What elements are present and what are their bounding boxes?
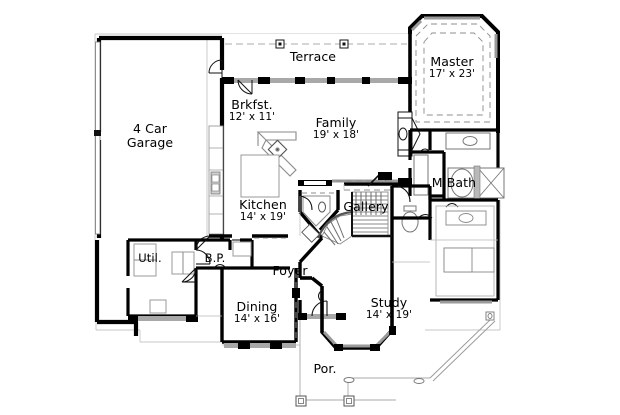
master-tray-ceiling-dashed	[415, 23, 491, 123]
study-bay-piers	[334, 326, 396, 351]
porch-steps-and-walk	[413, 311, 496, 384]
utility-doors	[181, 235, 211, 283]
dining-bottom-band	[224, 342, 296, 349]
porch-columns	[295, 377, 355, 407]
powder-fixtures	[232, 241, 252, 257]
garage-door	[94, 41, 101, 235]
exterior-walls	[94, 35, 225, 336]
gallery-right-doors	[397, 185, 433, 219]
staircase	[316, 172, 392, 246]
door-swing-garage-breakfast	[208, 59, 223, 78]
kitchen-wall-cabinets	[208, 125, 224, 235]
master-window-band	[410, 16, 498, 58]
misc-guides	[196, 184, 498, 317]
study-door	[317, 289, 323, 303]
foyer-doors	[299, 195, 321, 243]
right-wing-interior	[435, 205, 495, 297]
powder-hall-walls	[196, 238, 290, 270]
powder-door	[213, 239, 240, 269]
right-wing-walls	[430, 198, 500, 302]
porch-outline	[299, 320, 430, 401]
foyer-niche	[302, 195, 331, 227]
foyer-lower-walls	[298, 262, 336, 318]
dining-walls	[220, 268, 298, 344]
master-suite-exterior-walls	[408, 14, 500, 133]
kitchen-island	[240, 154, 280, 198]
utility-fixtures	[133, 243, 195, 314]
study-bay-window-band	[322, 330, 392, 348]
terrace-wall-band	[222, 77, 412, 95]
terrace-area	[222, 34, 410, 80]
utility-wall-band	[128, 315, 198, 322]
